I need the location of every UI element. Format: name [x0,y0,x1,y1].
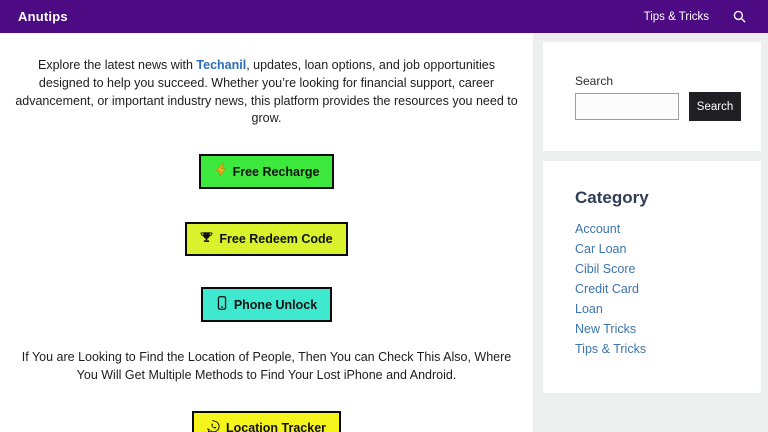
nav-item-tips-and-tricks[interactable]: Tips & Tricks [643,10,709,23]
free-redeem-code-label: Free Redeem Code [219,232,333,246]
search-submit-button[interactable]: Search [689,92,741,121]
techanil-link[interactable]: Techanil [196,58,247,72]
category-link-cibil-score[interactable]: Cibil Score [575,262,636,276]
search-icon[interactable] [733,10,746,23]
location-tracker-button[interactable]: Location Tracker [191,410,342,432]
lightning-icon [214,163,227,180]
category-widget: Category Account Car Loan Cibil Score Cr… [543,161,761,393]
search-widget: Search Search [543,42,761,151]
phone-unlock-label: Phone Unlock [233,297,318,312]
smartphone-icon [216,296,228,313]
category-link-credit-card[interactable]: Credit Card [575,282,639,296]
main-content: Explore the latest news with Techanil, u… [0,33,533,432]
intro-text-post: , updates, loan options, and job opportu… [15,58,518,126]
whatsapp-icon [203,417,220,432]
intro-text-pre: Explore the latest news with [38,58,197,72]
category-link-car-loan[interactable]: Car Loan [575,242,627,256]
category-link-tips-tricks[interactable]: Tips & Tricks [575,342,647,356]
search-label: Search [575,74,614,88]
category-title: Category [575,188,649,207]
location-tracker-label: Location Tracker [225,420,327,432]
category-list: Account Car Loan Cibil Score Credit Card… [575,219,741,359]
trophy-icon [200,231,213,247]
category-link-loan[interactable]: Loan [575,302,603,316]
free-redeem-code-button[interactable]: Free Redeem Code [185,222,348,256]
header-right: Tips & Tricks [644,10,746,23]
header: Anutips Tips & Tricks [0,0,768,33]
phone-unlock-button[interactable]: Phone Unlock [200,287,333,322]
intro-paragraph: Explore the latest news with Techanil, u… [14,57,519,128]
sidebar: Search Search Category Account Car Loan … [533,33,768,432]
category-link-new-tricks[interactable]: New Tricks [575,322,637,336]
category-link-account[interactable]: Account [575,222,621,236]
free-recharge-button[interactable]: Free Recharge [198,154,335,189]
search-input[interactable] [575,93,679,120]
free-recharge-label: Free Recharge [232,164,320,179]
site-logo[interactable]: Anutips [18,9,68,24]
location-paragraph: If You are Looking to Find the Location … [21,350,512,382]
content-columns: Explore the latest news with Techanil, u… [0,33,768,432]
search-row: Search [575,92,741,121]
